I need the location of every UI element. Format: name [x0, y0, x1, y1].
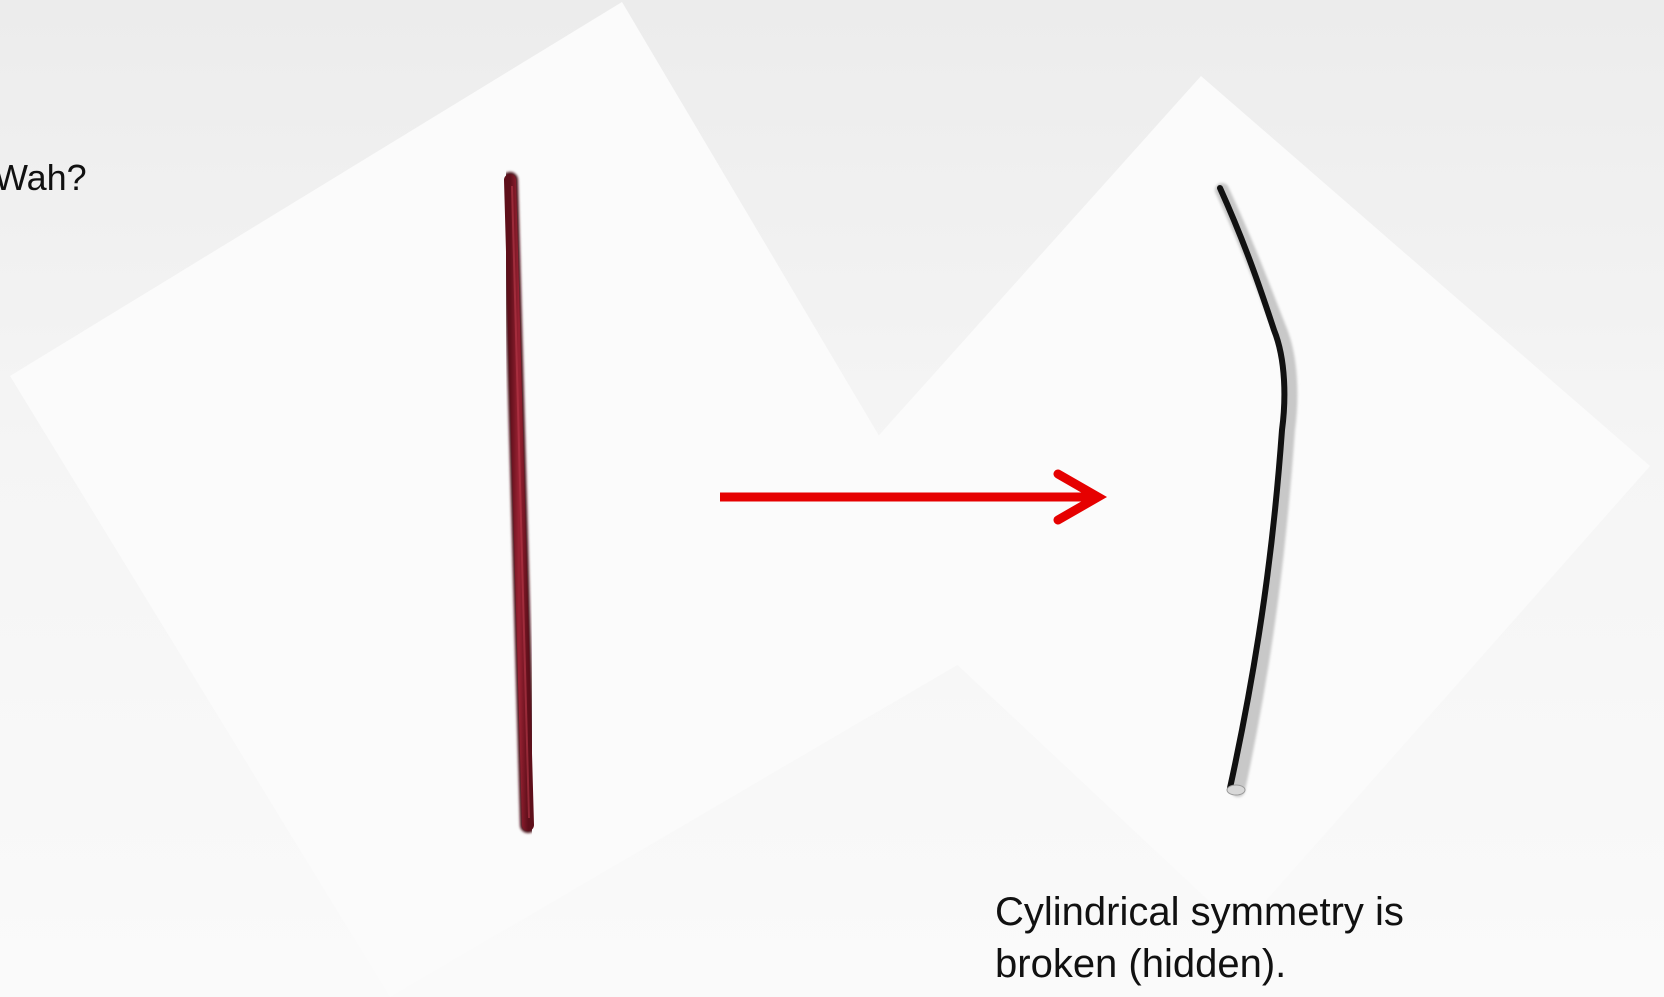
question-text: Wah? — [0, 158, 87, 198]
caption-line-1: Cylindrical symmetry is — [995, 886, 1555, 938]
symmetry-caption: Cylindrical symmetry is broken (hidden). — [995, 886, 1555, 990]
caption-line-2: broken (hidden). — [995, 938, 1555, 990]
